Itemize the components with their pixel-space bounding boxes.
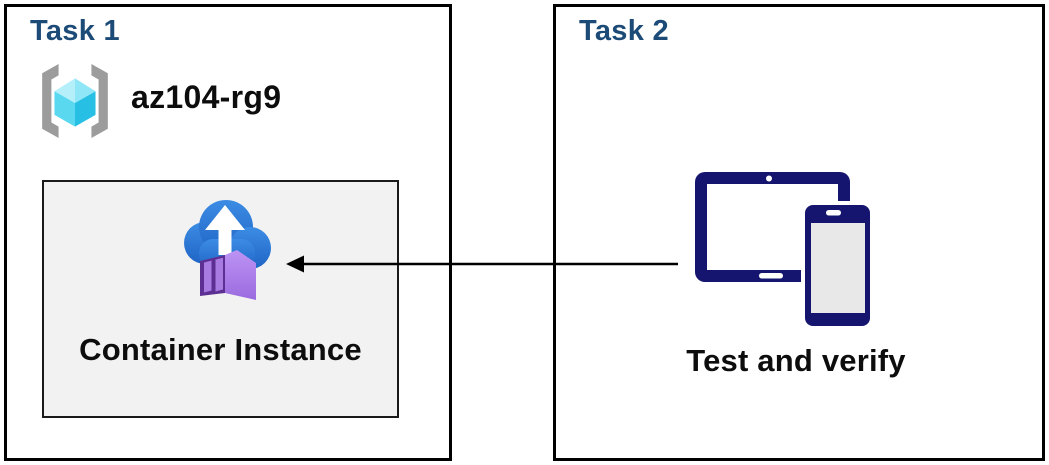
tablet-camera-dot [766,175,772,182]
container-instances-icon [184,200,271,300]
phone-speaker [826,210,841,216]
upload-arrow-icon [205,205,245,255]
container-instance-box: Container Instance [42,180,399,418]
container-instance-label: Container Instance [79,332,362,367]
task1-title: Task 1 [30,15,120,47]
bracket-right [91,64,108,138]
cube-top-left-face [54,78,75,104]
bracket-left [42,64,59,138]
resource-group-name: az104-rg9 [131,79,282,115]
container-box-shape [200,250,256,300]
cube-top-right-face [75,78,96,104]
connector-arrow [286,255,678,273]
resource-group-icon [42,64,108,138]
test-and-verify-label: Test and verify [686,343,906,378]
tablet-home-bar [759,273,783,279]
container-panel-1 [204,260,212,293]
phone-screen [811,223,865,313]
task1-box: Task 1 az104-rg9 [4,4,452,461]
container-panel-2 [215,257,223,292]
container-side-face [225,250,256,300]
task2-title: Task 2 [579,15,669,47]
task2-box: Task 2 Test and verify [553,4,1045,461]
devices-icon [695,172,874,330]
arrow-head [286,255,304,273]
